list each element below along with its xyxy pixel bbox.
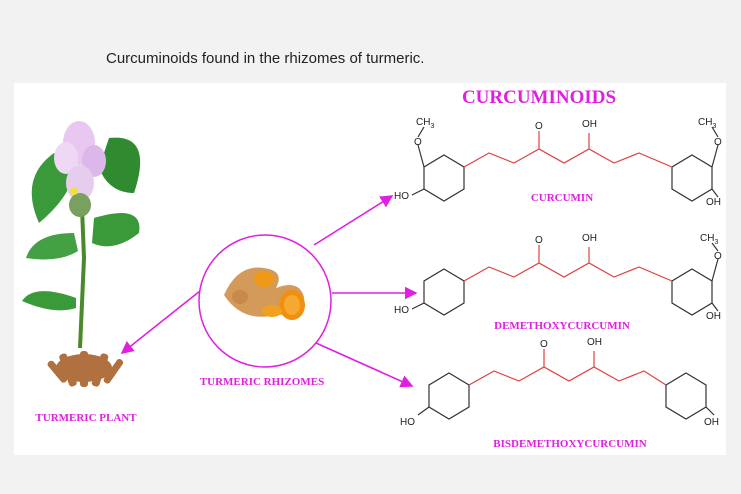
demethoxycurcumin-oh-right: OH <box>706 311 721 322</box>
diagram-title: CURCUMINOIDS <box>462 87 616 108</box>
diagram-canvas: CURCUMINOIDS <box>22 87 722 450</box>
demethoxycurcumin-o-ketone: O <box>535 235 543 246</box>
turmeric-plant-image <box>22 121 141 387</box>
bisdemethoxycurcumin-oh-right: OH <box>704 417 719 428</box>
bisdemethoxycurcumin-ho: HO <box>400 417 415 428</box>
bisdemethoxycurcumin-label: BISDEMETHOXYCURCUMIN <box>493 438 646 450</box>
curcumin-ch3-right: CH3 <box>698 117 716 130</box>
curcumin-o-right: O <box>714 137 722 148</box>
curcumin-o-ketone: O <box>535 121 543 132</box>
demethoxycurcumin-ch3: CH3 <box>700 233 718 246</box>
demethoxycurcumin-ho: HO <box>394 305 409 316</box>
demethoxycurcumin-label: DEMETHOXYCURCUMIN <box>494 320 630 332</box>
curcumin-structure <box>411 126 719 202</box>
plant-label: TURMERIC PLANT <box>35 412 137 424</box>
figure-caption: Curcuminoids found in the rhizomes of tu… <box>106 50 425 67</box>
arrow-to-bisdemethoxycurcumin <box>315 342 414 388</box>
curcumin-oh-right: OH <box>706 197 721 208</box>
curcumin-label: CURCUMIN <box>531 192 593 204</box>
diagram-panel: CURCUMINOIDS <box>14 83 726 455</box>
turmeric-rhizome-image <box>224 267 305 320</box>
demethoxycurcumin-o: O <box>714 251 722 262</box>
curcumin-o-left: O <box>414 137 422 148</box>
arrow-to-curcumin <box>313 195 394 246</box>
bisdemethoxycurcumin-structure <box>417 349 715 420</box>
curcumin-ho: HO <box>394 191 409 202</box>
bisdemethoxycurcumin-oh-enol: OH <box>587 337 602 348</box>
curcumin-oh-enol: OH <box>582 119 597 130</box>
demethoxycurcumin-oh-enol: OH <box>582 233 597 244</box>
arrow-to-plant <box>120 290 201 354</box>
bisdemethoxycurcumin-o-ketone: O <box>540 339 548 350</box>
demethoxycurcumin-structure <box>411 242 719 316</box>
rhizome-label: TURMERIC RHIZOMES <box>200 376 324 388</box>
curcumin-ch3-left: CH3 <box>416 117 434 130</box>
